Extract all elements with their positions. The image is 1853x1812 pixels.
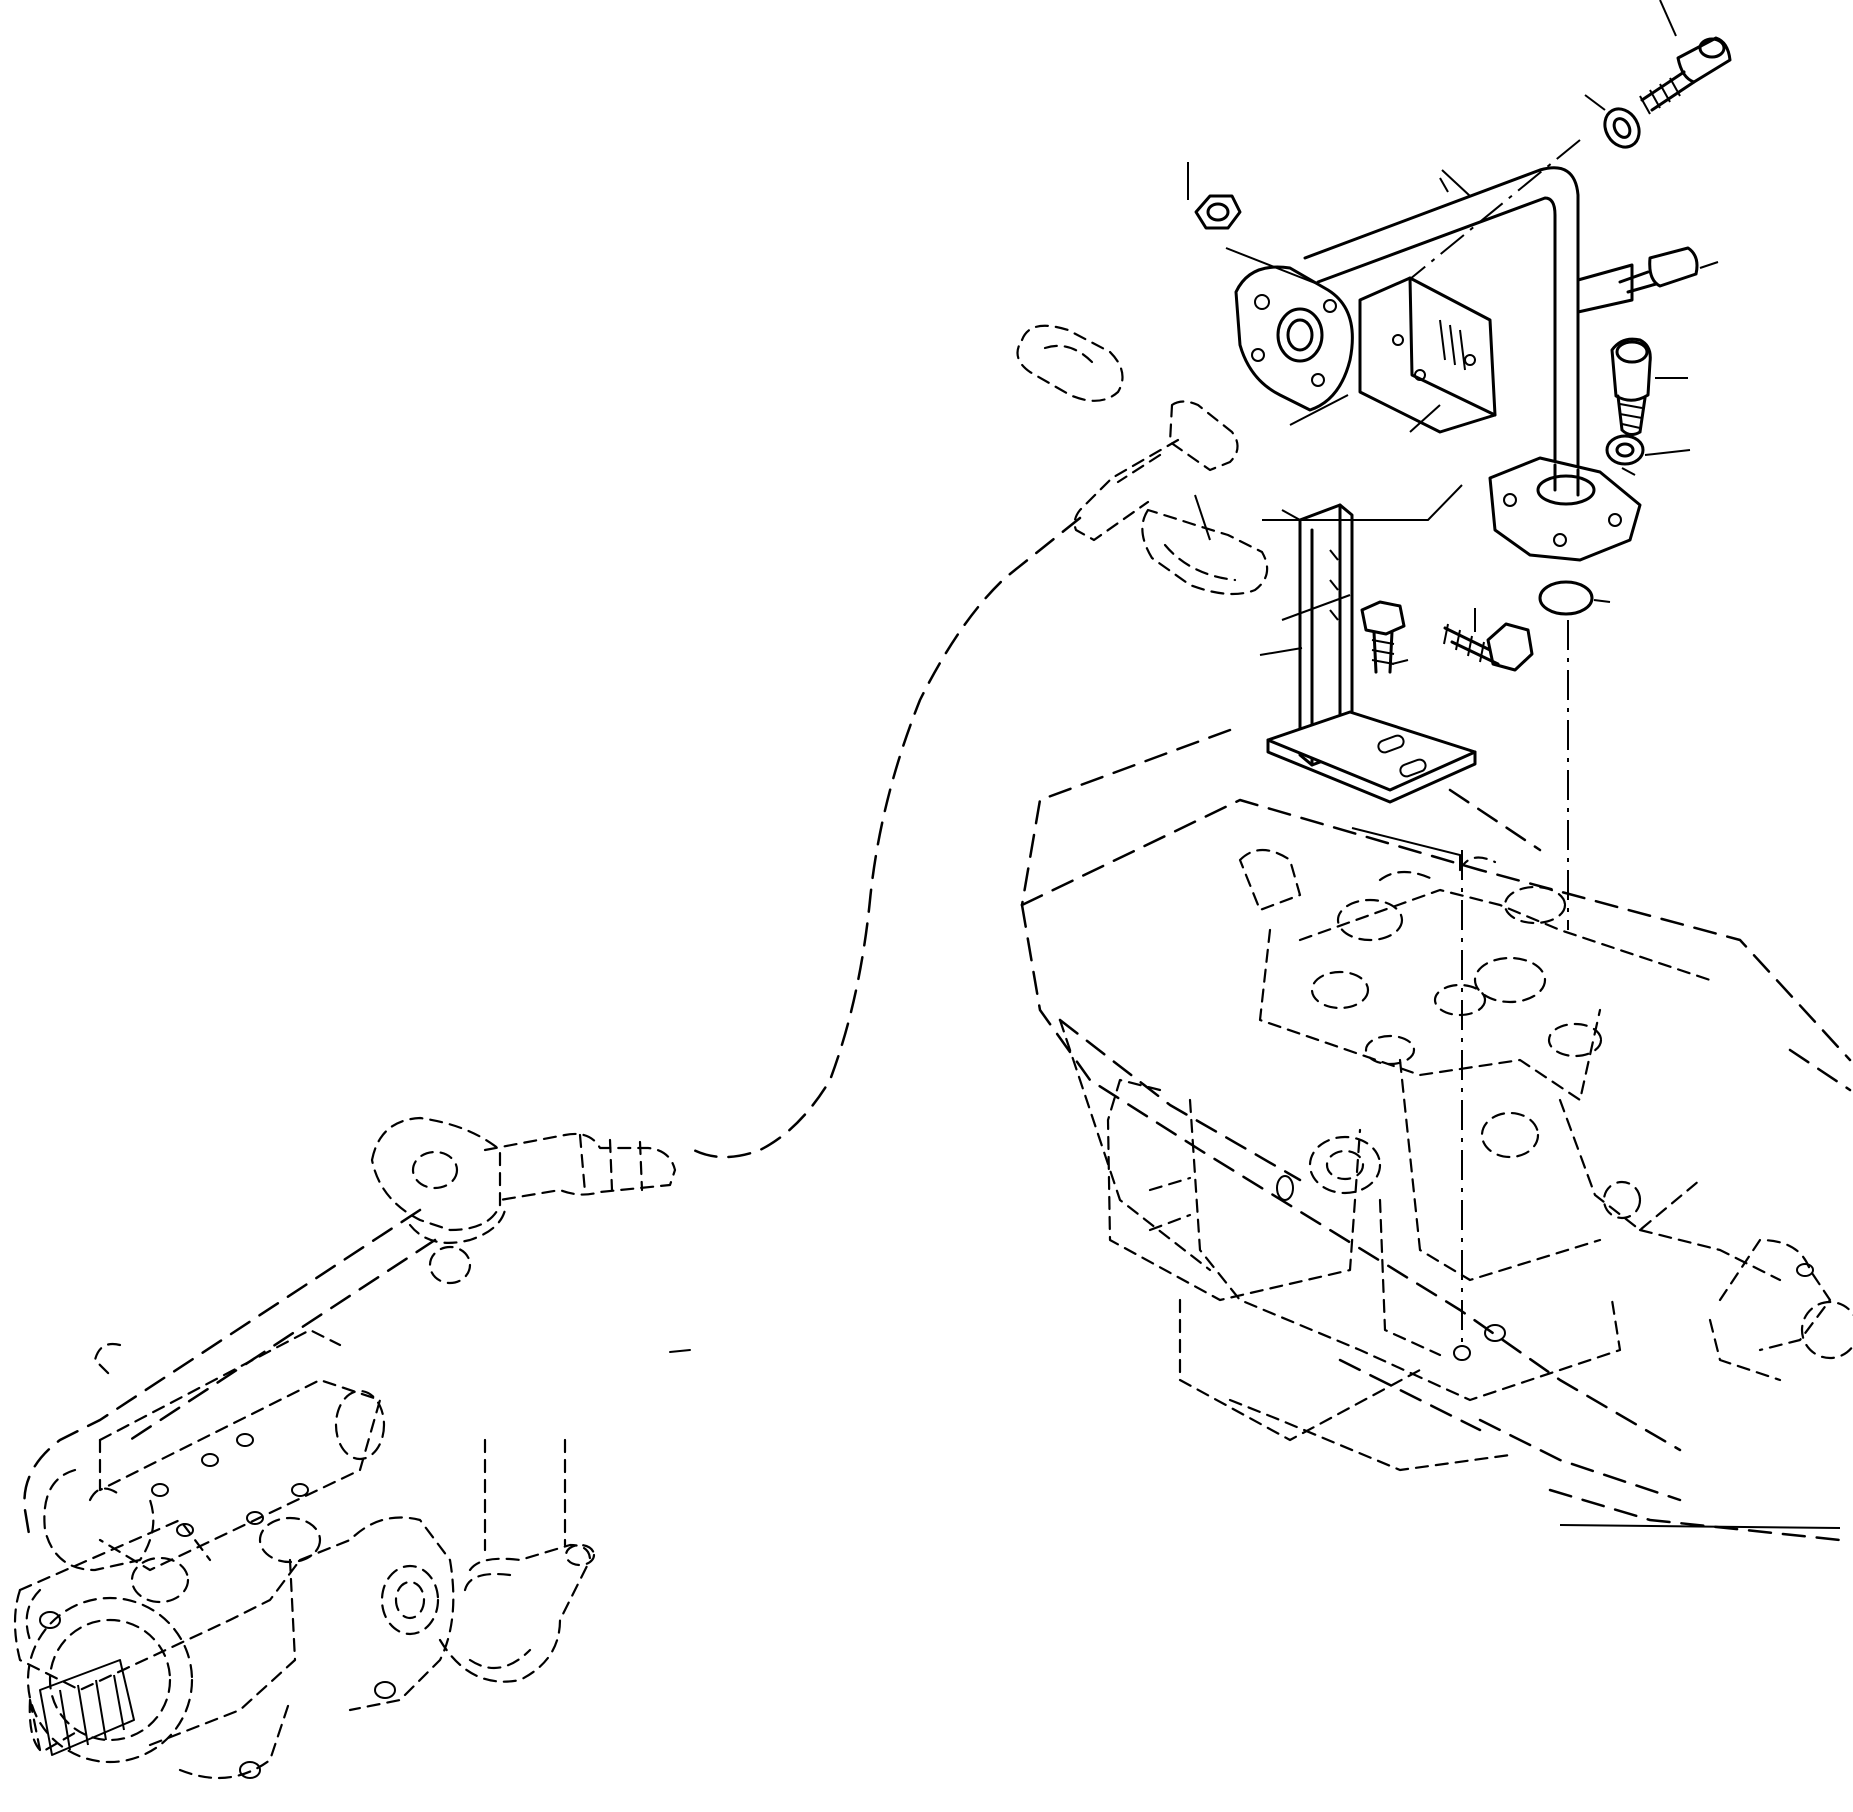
base-plate-line-3	[1788, 1048, 1852, 1092]
lock-washer	[1605, 434, 1645, 466]
leader-lower-flange	[1621, 467, 1636, 476]
leader-lower-clamp	[1194, 494, 1211, 541]
hydraulic-hose	[688, 516, 1082, 1159]
upper-flange	[1234, 265, 1354, 412]
pump-assembly	[13, 1116, 677, 1780]
stand-base-line	[1351, 827, 1461, 870]
leader-bracket-plate	[1409, 404, 1441, 433]
base-plate-line-4	[1548, 1488, 1842, 1542]
leader-lock-washer	[1644, 449, 1691, 456]
upper-fitting	[1073, 400, 1239, 542]
leader-stand-top	[1281, 509, 1301, 521]
lower-flange	[1488, 456, 1642, 562]
o-ring	[1538, 580, 1594, 616]
cap-screw-top	[1639, 36, 1732, 115]
leader-cap-screw-top	[1659, 0, 1677, 37]
hex-nut	[1194, 194, 1242, 230]
upper-clamp	[1016, 324, 1124, 402]
stand-bolt-line	[1281, 594, 1351, 621]
bent-tube	[1303, 166, 1580, 472]
base-plate-line-5	[1478, 1418, 1682, 1502]
leader-washer-top	[1584, 94, 1606, 111]
hex-bolt	[1443, 622, 1534, 672]
control-valve	[1020, 798, 1853, 1472]
leader-vertical-bolt	[1391, 659, 1409, 665]
leader-bent-tube	[1441, 169, 1471, 197]
base-plate-line-2	[1448, 788, 1542, 852]
leader-bracket-plate-2	[1289, 394, 1349, 426]
base-plate-line-6	[1559, 1524, 1841, 1529]
cap-screw-vertical	[1610, 337, 1652, 437]
support-stand	[1266, 503, 1477, 804]
base-plate-line-1	[1020, 728, 1232, 907]
stray-mark	[669, 1349, 691, 1353]
leader-cap-screw-side	[1699, 261, 1719, 269]
leader-o-ring	[1593, 599, 1611, 603]
stand-guide-line	[1262, 484, 1463, 521]
tube-stub	[1576, 263, 1634, 314]
base-plate-line-7	[1338, 1358, 1482, 1432]
lower-clamp	[1141, 508, 1269, 596]
leader-support-stand	[1259, 647, 1303, 656]
bracket-plate	[1358, 276, 1497, 434]
washer-top	[1603, 107, 1641, 149]
cap-screw-side	[1618, 246, 1699, 294]
leader-upper-flange	[1225, 247, 1321, 286]
vertical-bolt	[1360, 600, 1406, 674]
